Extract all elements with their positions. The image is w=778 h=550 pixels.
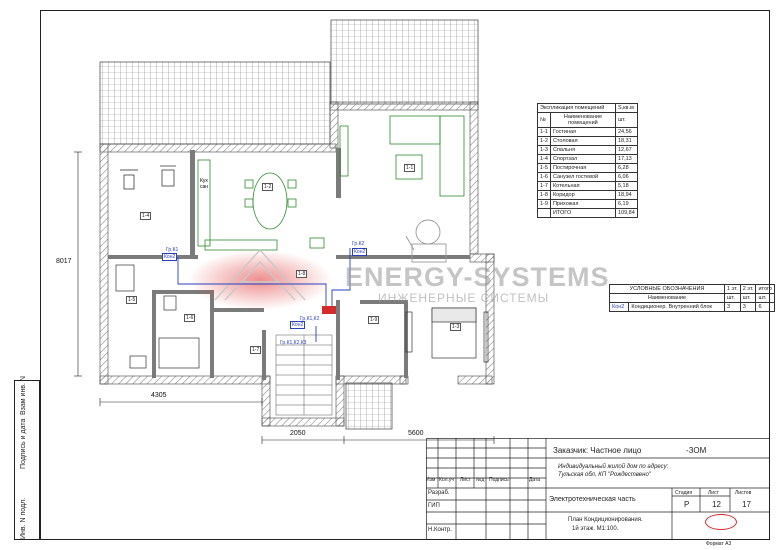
sheets-value: 17: [742, 500, 751, 509]
sheet-title-line2: 1й этаж. М1:100.: [572, 526, 619, 532]
sheet-title-line1: План Кондиционирования.: [568, 517, 643, 523]
ac-outdoor-point: [322, 306, 336, 314]
room-label: 1-2: [262, 183, 274, 191]
explication-unit-header: S,кв.м: [614, 103, 638, 113]
customer: Заказчик: Частное лицо: [553, 446, 642, 455]
living-room-furniture: [339, 115, 465, 197]
ac-code: Гр.К1: [166, 247, 179, 253]
room-label: 1-9: [368, 316, 380, 324]
room-label: 1-3: [450, 323, 462, 331]
staircase: [275, 334, 333, 416]
bedroom-furniture: [405, 307, 489, 363]
col-unit: шт.: [614, 112, 638, 128]
gip: ГИП: [428, 503, 440, 509]
watermark-subtitle: ИНЖЕНЕРНЫЕ СИСТЕМЫ: [378, 291, 550, 305]
project-line2: Тульская обл, КП "Рождествено": [558, 472, 651, 478]
dining-furniture: [197, 159, 325, 251]
dim-width-right: 5600: [408, 430, 424, 437]
col-name: Наименование помещений: [549, 112, 616, 128]
stage-header: Стадия: [675, 490, 693, 496]
sheet-format: Формат A3: [706, 541, 732, 547]
hdr-podpis: Подпись: [489, 477, 509, 483]
room-label: 1-5: [126, 296, 138, 304]
sheet-header: Лист: [708, 490, 719, 496]
room-label: 1-6: [184, 314, 196, 322]
roof-left: [99, 61, 331, 145]
room-label: 1-1: [404, 164, 416, 172]
dim-width-mid: 2050: [290, 430, 306, 437]
room-label: 1-7: [250, 346, 262, 354]
ac-tag: Кон2: [290, 321, 306, 329]
hdr-list: Лист: [460, 477, 471, 483]
title-block-grid: [426, 438, 770, 540]
sheet-value: 12: [712, 500, 721, 509]
interior-walls: [108, 148, 470, 380]
watermark-mascot: [405, 219, 447, 263]
explication-title: Экспликация помещений: [537, 103, 616, 113]
section-name: Электротехническая часть: [549, 496, 636, 503]
legend-title: УСЛОВНЫЕ ОБОЗНАЧЕНИЯ: [609, 284, 725, 294]
exterior-walls: [99, 101, 495, 427]
room-label: 1-8: [296, 270, 308, 278]
project-code: -ЗОМ: [686, 446, 707, 455]
hdr-data: Дата: [529, 477, 541, 483]
hdr-koluch: Кол.уч: [439, 477, 454, 483]
stage-value: Р: [684, 500, 690, 509]
legend-name-header: Наименование: [609, 293, 725, 303]
bathroom-fixtures: [115, 264, 200, 369]
gym-equipment: [120, 165, 176, 190]
ac-tag: Кон2: [352, 248, 368, 256]
drawing-frame: [40, 10, 770, 540]
ac-pipes: [177, 248, 351, 342]
ac-code: Гр.К1,К2,К3: [280, 340, 307, 346]
watermark-glow: [188, 250, 332, 310]
hdr-izm: Изм: [426, 477, 436, 483]
hdr-ndoc: №д: [476, 477, 485, 483]
room-label: 1-4: [140, 212, 152, 220]
project-line1: Индивидуальный жилой дом по адресу:: [558, 464, 669, 470]
roof-right: [330, 19, 479, 105]
dim-height: 8017: [56, 258, 72, 265]
ac-code: Гр.К2: [352, 241, 365, 247]
dimension-lines: [74, 151, 495, 444]
company-logo-icon: [705, 514, 737, 530]
kitchen-note: Кух сан: [200, 178, 209, 190]
razrab: Разраб.: [428, 490, 450, 496]
watermark-title: ENERGY-SYSTEMS: [345, 262, 610, 292]
ac-tag: Кон2: [162, 253, 178, 261]
watermark-logo: [214, 248, 306, 301]
col-num: №: [537, 112, 551, 128]
legend-ac-tag: Кон2: [608, 302, 630, 312]
nkontr: Н.Контр.: [428, 527, 452, 533]
porch-roof: [345, 382, 393, 430]
ac-code: Гр.К1,К2: [300, 316, 320, 322]
side-stamp: Инв. N подл. Подпись и дата Взам инв. N: [14, 376, 40, 540]
dim-width-left: 4305: [151, 392, 167, 399]
sheets-header: Листов: [735, 490, 752, 496]
legend-row: Кон2 Кондиционер. Внутренний блок 3 3 6: [608, 302, 775, 312]
